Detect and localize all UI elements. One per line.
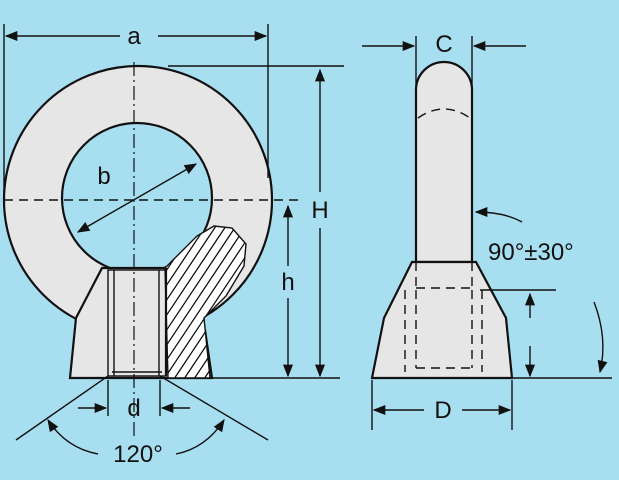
side-base — [370, 260, 514, 380]
angle-arrow — [474, 206, 523, 223]
dimension-rotation-angle: 90°±30° — [474, 206, 608, 374]
side-shank — [414, 60, 474, 264]
dimension-H: H — [168, 65, 344, 378]
label-d: d — [127, 395, 140, 422]
dimension-b: b — [76, 163, 198, 233]
angle-arc — [175, 418, 225, 455]
dimension-base-height — [480, 289, 556, 378]
dimension-a: a — [3, 23, 269, 200]
label-C: C — [435, 31, 452, 58]
label-angle-thread: 120° — [113, 441, 163, 468]
angle-arrow — [593, 301, 608, 374]
dimension-thread-angle: 120° — [15, 375, 269, 468]
label-a: a — [127, 23, 141, 50]
label-angle-side: 90°±30° — [488, 239, 574, 266]
dimension-h: h — [281, 204, 295, 378]
eye-nut-side-view — [370, 60, 612, 380]
label-b: b — [97, 163, 110, 190]
angle-arc — [47, 418, 99, 455]
eye-nut-front-view — [2, 62, 340, 440]
dimension-C: C — [362, 31, 526, 88]
dim-arrow — [76, 163, 198, 233]
label-D: D — [434, 397, 451, 424]
hidden-line — [417, 108, 471, 119]
angle-leg — [159, 375, 269, 441]
hatch-boundary — [164, 225, 247, 379]
dimension-d: d — [78, 380, 190, 422]
label-h: h — [281, 269, 294, 296]
dimension-D: D — [371, 380, 513, 430]
label-H: H — [311, 197, 328, 224]
angle-leg — [15, 375, 109, 441]
